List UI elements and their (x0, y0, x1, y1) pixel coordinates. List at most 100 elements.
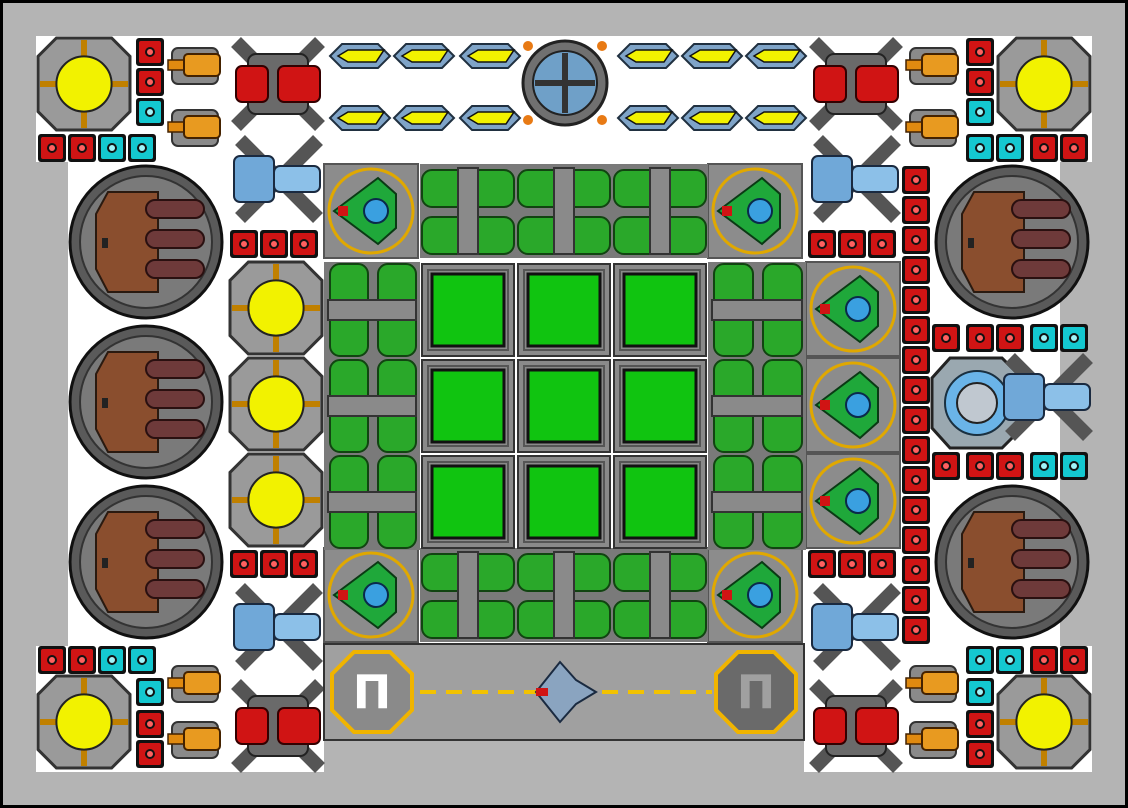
red-block[interactable] (902, 586, 930, 614)
cyan-block[interactable] (98, 646, 126, 674)
missile-pod[interactable] (680, 105, 744, 131)
missile-pod[interactable] (328, 105, 392, 131)
red-block[interactable] (966, 68, 994, 96)
red-block[interactable] (902, 406, 930, 434)
autocannon[interactable] (167, 665, 221, 703)
red-block[interactable] (966, 324, 994, 352)
flak-turret[interactable] (231, 679, 325, 773)
heavy-turret[interactable] (68, 164, 224, 320)
red-block[interactable] (1060, 134, 1088, 162)
cyan-block[interactable] (128, 134, 156, 162)
red-block[interactable] (902, 226, 930, 254)
reactor-module[interactable] (996, 674, 1092, 770)
red-block[interactable] (230, 550, 258, 578)
red-block[interactable] (902, 196, 930, 224)
red-block[interactable] (1030, 134, 1058, 162)
fighter-bay[interactable] (323, 163, 419, 259)
ion-cannon[interactable] (811, 135, 901, 223)
cyan-block[interactable] (136, 678, 164, 706)
landing-pad[interactable]: Π (714, 650, 798, 734)
red-block[interactable] (868, 550, 896, 578)
cyan-block[interactable] (966, 134, 994, 162)
red-block[interactable] (230, 230, 258, 258)
red-block[interactable] (966, 740, 994, 768)
green-tank[interactable] (516, 548, 612, 642)
reactor-module[interactable] (228, 452, 324, 548)
missile-pod[interactable] (392, 105, 456, 131)
flak-turret[interactable] (809, 679, 903, 773)
green-tank[interactable] (708, 262, 806, 358)
autocannon[interactable] (905, 109, 959, 147)
green-storage[interactable] (517, 359, 611, 453)
missile-pod[interactable] (616, 105, 680, 131)
ship-icon[interactable] (534, 660, 598, 724)
green-tank[interactable] (420, 548, 516, 642)
reactor-module[interactable] (36, 36, 132, 132)
red-block[interactable] (902, 286, 930, 314)
flak-turret[interactable] (231, 37, 325, 131)
red-block[interactable] (902, 256, 930, 284)
green-storage[interactable] (613, 359, 707, 453)
red-block[interactable] (966, 38, 994, 66)
green-storage[interactable] (613, 263, 707, 357)
cyan-block[interactable] (1030, 452, 1058, 480)
ion-cannon[interactable] (1003, 353, 1093, 441)
cyan-block[interactable] (128, 646, 156, 674)
reactor-module[interactable] (36, 674, 132, 770)
red-block[interactable] (136, 38, 164, 66)
red-block[interactable] (966, 710, 994, 738)
red-block[interactable] (260, 550, 288, 578)
red-block[interactable] (136, 710, 164, 738)
red-block[interactable] (260, 230, 288, 258)
landing-pad[interactable]: Π (330, 650, 414, 734)
shield-generator[interactable] (930, 356, 1024, 450)
red-block[interactable] (996, 452, 1024, 480)
red-block[interactable] (838, 230, 866, 258)
green-tank[interactable] (324, 358, 420, 454)
cyan-block[interactable] (98, 134, 126, 162)
green-tank[interactable] (612, 164, 708, 258)
cyan-block[interactable] (966, 98, 994, 126)
red-block[interactable] (902, 526, 930, 554)
ion-cannon[interactable] (811, 583, 901, 671)
fighter-bay[interactable] (805, 453, 901, 549)
red-block[interactable] (68, 646, 96, 674)
ion-cannon[interactable] (233, 135, 323, 223)
green-tank[interactable] (516, 164, 612, 258)
missile-pod[interactable] (458, 105, 522, 131)
missile-pod[interactable] (328, 43, 392, 69)
red-block[interactable] (902, 436, 930, 464)
red-block[interactable] (932, 452, 960, 480)
missile-pod[interactable] (744, 43, 808, 69)
fighter-bay[interactable] (805, 357, 901, 453)
core-hub[interactable] (521, 39, 609, 127)
autocannon[interactable] (905, 665, 959, 703)
green-storage[interactable] (421, 263, 515, 357)
autocannon[interactable] (905, 721, 959, 759)
fighter-bay[interactable] (707, 163, 803, 259)
red-block[interactable] (902, 616, 930, 644)
red-block[interactable] (838, 550, 866, 578)
red-block[interactable] (902, 346, 930, 374)
autocannon[interactable] (905, 47, 959, 85)
green-storage[interactable] (421, 455, 515, 549)
red-block[interactable] (68, 134, 96, 162)
red-block[interactable] (902, 496, 930, 524)
fighter-bay[interactable] (323, 547, 419, 643)
ion-cannon[interactable] (233, 583, 323, 671)
cyan-block[interactable] (996, 134, 1024, 162)
red-block[interactable] (808, 550, 836, 578)
missile-pod[interactable] (616, 43, 680, 69)
reactor-module[interactable] (996, 36, 1092, 132)
red-block[interactable] (38, 646, 66, 674)
missile-pod[interactable] (680, 43, 744, 69)
green-storage[interactable] (517, 455, 611, 549)
heavy-turret[interactable] (934, 164, 1090, 320)
red-block[interactable] (966, 452, 994, 480)
missile-pod[interactable] (458, 43, 522, 69)
flak-turret[interactable] (809, 37, 903, 131)
fighter-bay[interactable] (707, 547, 803, 643)
red-block[interactable] (290, 230, 318, 258)
fighter-bay[interactable] (805, 261, 901, 357)
green-storage[interactable] (517, 263, 611, 357)
